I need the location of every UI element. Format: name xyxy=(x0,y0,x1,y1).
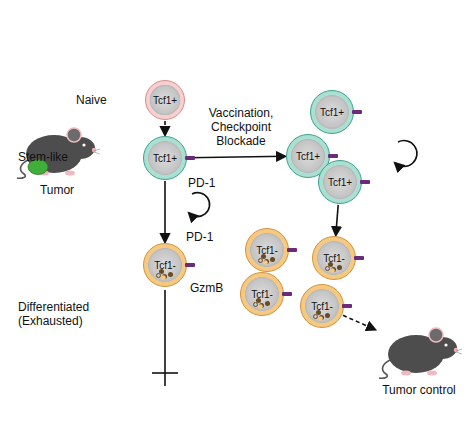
mouse-illustration xyxy=(14,118,100,180)
annotation-label: Differentiated (Exhausted) xyxy=(18,300,113,328)
mouse-caption: Tumor control xyxy=(376,383,462,397)
cell-marker: Tcf1- xyxy=(251,289,273,300)
orange-cell: Tcf1- xyxy=(143,243,187,287)
flow-arrow xyxy=(336,205,338,235)
flow-arrow xyxy=(188,156,285,157)
death-line xyxy=(164,290,166,386)
teal-cell: Tcf1+ xyxy=(143,136,187,180)
annotation-label: GzmB xyxy=(190,281,230,295)
self-renewal-arrow xyxy=(189,193,210,217)
annotation-label: Naive xyxy=(76,93,136,107)
arrow-label: Vaccination, Checkpoint Blockade xyxy=(196,106,286,148)
mouse-ear xyxy=(429,328,443,342)
cell-marker: Tcf1- xyxy=(256,245,278,256)
mouse-whisker xyxy=(456,349,462,354)
death-cross xyxy=(152,372,178,374)
mouse-eye xyxy=(444,343,447,346)
naive-cell: Tcf1+ xyxy=(145,80,185,120)
orange-cell: Tcf1- xyxy=(240,272,284,316)
mouse-ear xyxy=(67,128,81,142)
mouse-nose xyxy=(92,148,96,152)
annotation-label: PD-1 xyxy=(186,230,226,244)
teal-cell: Tcf1+ xyxy=(318,160,362,204)
self-renewal-arrow xyxy=(395,141,417,167)
mouse-illustration xyxy=(376,318,462,380)
teal-cell: Tcf1+ xyxy=(310,90,354,134)
cell-marker: Tcf1+ xyxy=(153,95,177,106)
mouse-eye xyxy=(82,143,85,146)
cell-marker: Tcf1+ xyxy=(320,107,344,118)
annotation-label: Stem-like xyxy=(18,150,98,164)
cell-marker: Tcf1- xyxy=(154,260,176,271)
cell-marker: Tcf1+ xyxy=(153,153,177,164)
mouse-nose xyxy=(454,348,458,352)
mouse-foot xyxy=(65,171,75,176)
mouse-tail xyxy=(379,360,390,378)
cell-marker: Tcf1- xyxy=(323,253,345,264)
flow-arrow xyxy=(164,121,166,135)
mouse-figure: Tumor control xyxy=(376,318,462,380)
orange-cell: Tcf1- xyxy=(245,228,289,272)
mouse-foot xyxy=(427,371,437,376)
mouse-foot xyxy=(401,371,411,376)
cell-marker: Tcf1+ xyxy=(296,151,320,162)
mouse-caption: Tumor xyxy=(14,183,100,197)
flow-arrow xyxy=(164,181,166,242)
cell-marker: Tcf1- xyxy=(311,301,333,312)
mouse-whisker xyxy=(94,149,100,154)
mouse-figure: Tumor xyxy=(14,118,100,180)
annotation-label: PD-1 xyxy=(188,176,228,190)
flow-arrow xyxy=(343,315,375,329)
cell-marker: Tcf1+ xyxy=(328,177,352,188)
orange-cell: Tcf1- xyxy=(312,236,356,280)
orange-cell: Tcf1- xyxy=(300,284,344,328)
